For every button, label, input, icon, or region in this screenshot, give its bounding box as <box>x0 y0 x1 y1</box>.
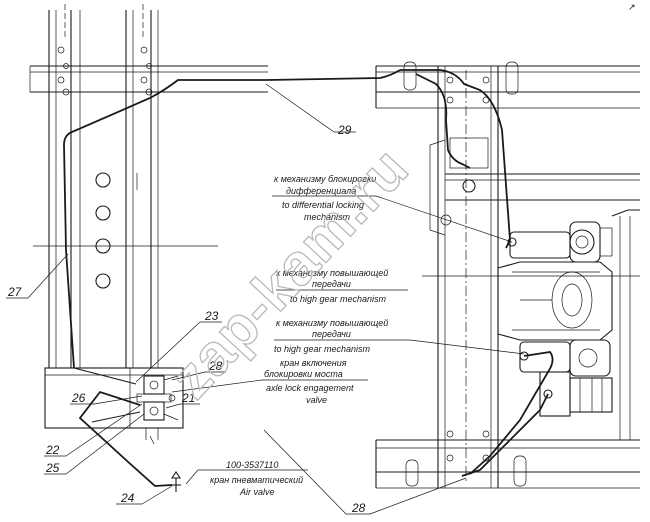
label-axle-lock-ru-2: блокировки моста <box>264 369 343 379</box>
callout-28-bottom: 28 <box>351 501 366 515</box>
callout-29: 29 <box>337 123 352 137</box>
callout-22: 22 <box>45 443 60 457</box>
label-air-valve-en: Air valve <box>239 487 275 497</box>
label-high-gear-1-en: to high gear mechanism <box>290 294 387 304</box>
callout-25: 25 <box>45 461 60 475</box>
callout-28-top: 28 <box>208 359 223 373</box>
label-high-gear-1-ru-2: передачи <box>312 279 351 289</box>
right-chassis <box>375 61 640 489</box>
leader-lines <box>6 83 640 515</box>
label-axle-lock-ru-1: кран включения <box>280 358 347 368</box>
callout-24: 24 <box>120 491 135 505</box>
callout-26: 26 <box>71 391 86 405</box>
label-diff-lock-en-2: mechanism <box>304 212 351 222</box>
label-diff-lock-ru-2: дифференциала <box>286 186 356 196</box>
annotation-labels: к механизму блокировки дифференциала to … <box>198 174 388 497</box>
callout-23: 23 <box>204 309 219 323</box>
air-pipes-left <box>63 69 401 492</box>
left-frame-rail <box>29 4 268 368</box>
valve-bracket <box>44 367 184 445</box>
label-air-valve-code: 100-3537110 <box>226 460 278 470</box>
label-high-gear-2-ru-1: к механизму повышающей <box>276 318 388 328</box>
callout-21: 21 <box>181 391 195 405</box>
label-air-valve-ru: кран пневматический <box>210 475 303 485</box>
axle-gearbox <box>497 209 640 440</box>
label-high-gear-1-ru-1: к механизму повышающей <box>276 268 388 278</box>
label-high-gear-2-ru-2: передачи <box>312 329 351 339</box>
label-diff-lock-en-1: to differential locking <box>282 200 364 210</box>
label-high-gear-2-en: to high gear mechanism <box>274 344 371 354</box>
callout-numbers: 29 27 23 28 26 21 22 25 24 28 <box>7 123 366 515</box>
label-axle-lock-en-1: axle lock engagement <box>266 383 354 393</box>
label-axle-lock-en-2: valve <box>306 395 327 405</box>
air-pipes-right <box>400 69 554 477</box>
callout-27: 27 <box>7 285 23 299</box>
label-diff-lock-ru-1: к механизму блокировки <box>274 174 376 184</box>
corner-mark: ↗ <box>628 2 636 12</box>
